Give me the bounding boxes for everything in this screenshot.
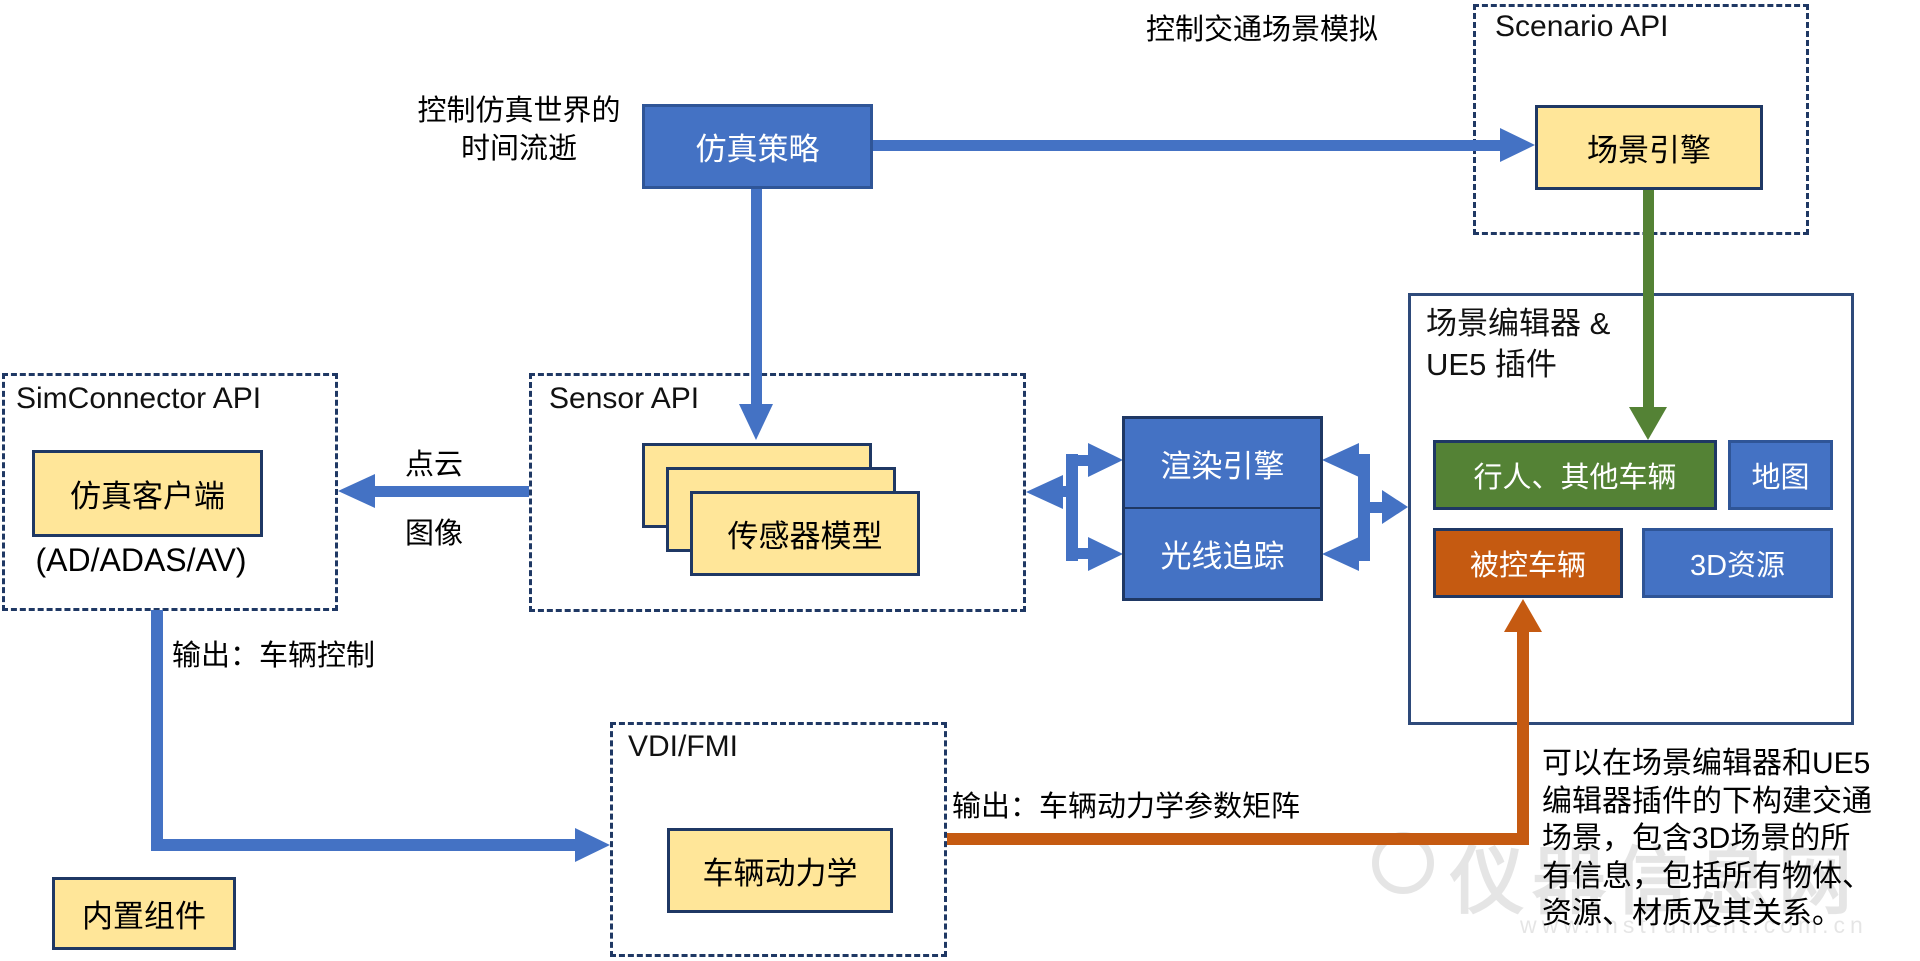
node-sim-client: 仿真客户端	[32, 450, 263, 537]
container-scene-editor-title-line1: 场景编辑器 &	[1426, 306, 1611, 341]
node-3d-assets: 3D资源	[1642, 528, 1833, 598]
label-point-cloud: 点云	[404, 449, 463, 481]
arrow-stem	[1078, 455, 1090, 466]
arrowhead-left-render	[1322, 443, 1359, 477]
group-scenario-api-title: Scenario API	[1495, 10, 1669, 43]
label-output-vehicle-control: 输出：车辆控制	[172, 640, 376, 672]
note-line-1: 可以在场景编辑器和UE5	[1542, 747, 1871, 780]
group-sensor-api-title: Sensor API	[549, 382, 700, 415]
container-scene-editor-title-line2: UE5 插件	[1426, 347, 1557, 382]
node-controlled-vehicle: 被控车辆	[1433, 528, 1623, 598]
arrow-stem-horizontal	[151, 839, 575, 851]
note-scene-editor-description: 可以在场景编辑器和UE5 编辑器插件的下构建交通 场景，包含3D场景的所 有信息…	[1542, 745, 1917, 933]
node-scene-engine: 场景引擎	[1535, 105, 1763, 190]
arrowhead-down	[1629, 407, 1667, 440]
arrow-stem	[1078, 548, 1090, 559]
arrow-stem	[1370, 502, 1384, 513]
arrowhead-down	[739, 404, 773, 440]
node-sim-client-sublabel: (AD/ADAS/AV)	[35, 542, 247, 578]
arrowhead-right-render	[1088, 443, 1123, 477]
arrow-stem	[872, 140, 1500, 151]
note-line-2: 编辑器插件的下构建交通	[1542, 784, 1872, 818]
arrow-stem-vertical	[1066, 454, 1078, 561]
label-output-dynamics-matrix: 输出：车辆动力学参数矩阵	[952, 791, 1301, 823]
node-builtin-components: 内置组件	[52, 877, 236, 950]
label-control-world: 控制仿真世界的 时间流逝	[400, 92, 638, 168]
group-simconnector-api-title: SimConnector API	[16, 382, 262, 415]
label-control-traffic-sim: 控制交通场景模拟	[1145, 14, 1378, 46]
arrow-stem	[751, 189, 762, 404]
arrowhead-right-raytracing	[1088, 537, 1123, 571]
label-image: 图像	[404, 518, 463, 550]
node-vehicle-dynamics: 车辆动力学	[667, 828, 893, 913]
note-line-3: 场景，包含3D场景的所	[1542, 822, 1851, 855]
node-pedestrians-other-vehicles: 行人、其他车辆	[1433, 440, 1717, 510]
arrow-stem	[1643, 190, 1654, 407]
group-scenario-api	[1473, 4, 1809, 235]
group-sensor-api	[529, 373, 1026, 612]
arrow-stem-vertical	[1517, 630, 1529, 845]
label-control-world-line1: 控制仿真世界的	[417, 95, 621, 127]
arrowhead-up	[1504, 599, 1542, 632]
node-sim-strategy: 仿真策略	[642, 104, 873, 189]
note-line-4: 有信息，包括所有物体、	[1542, 859, 1872, 893]
arrow-stem-vertical	[1358, 454, 1370, 561]
note-line-5: 资源、材质及其关系。	[1542, 897, 1842, 930]
container-scene-editor-title: 场景编辑器 & UE5 插件	[1426, 303, 1610, 385]
arrowhead-right	[575, 828, 610, 862]
arrowhead-left-raytracing	[1322, 537, 1359, 571]
arrowhead-right	[1500, 128, 1535, 162]
arrow-stem-vertical	[151, 610, 163, 851]
node-render-engine: 渲染引擎	[1122, 416, 1323, 509]
arrow-stem-horizontal	[947, 833, 1529, 845]
group-vdi-fmi-title: VDI/FMI	[628, 730, 738, 763]
node-sensor-model: 传感器模型	[690, 491, 920, 576]
label-control-world-line2: 时间流逝	[460, 133, 577, 165]
node-ray-tracing: 光线追踪	[1122, 507, 1323, 601]
arrow-stem	[375, 486, 529, 497]
arrowhead-left	[1026, 475, 1063, 509]
group-vdi-fmi	[610, 722, 947, 957]
group-simconnector-api	[2, 373, 338, 611]
arrowhead-left	[338, 474, 375, 508]
node-map: 地图	[1728, 440, 1833, 510]
arrowhead-right	[1382, 490, 1408, 524]
